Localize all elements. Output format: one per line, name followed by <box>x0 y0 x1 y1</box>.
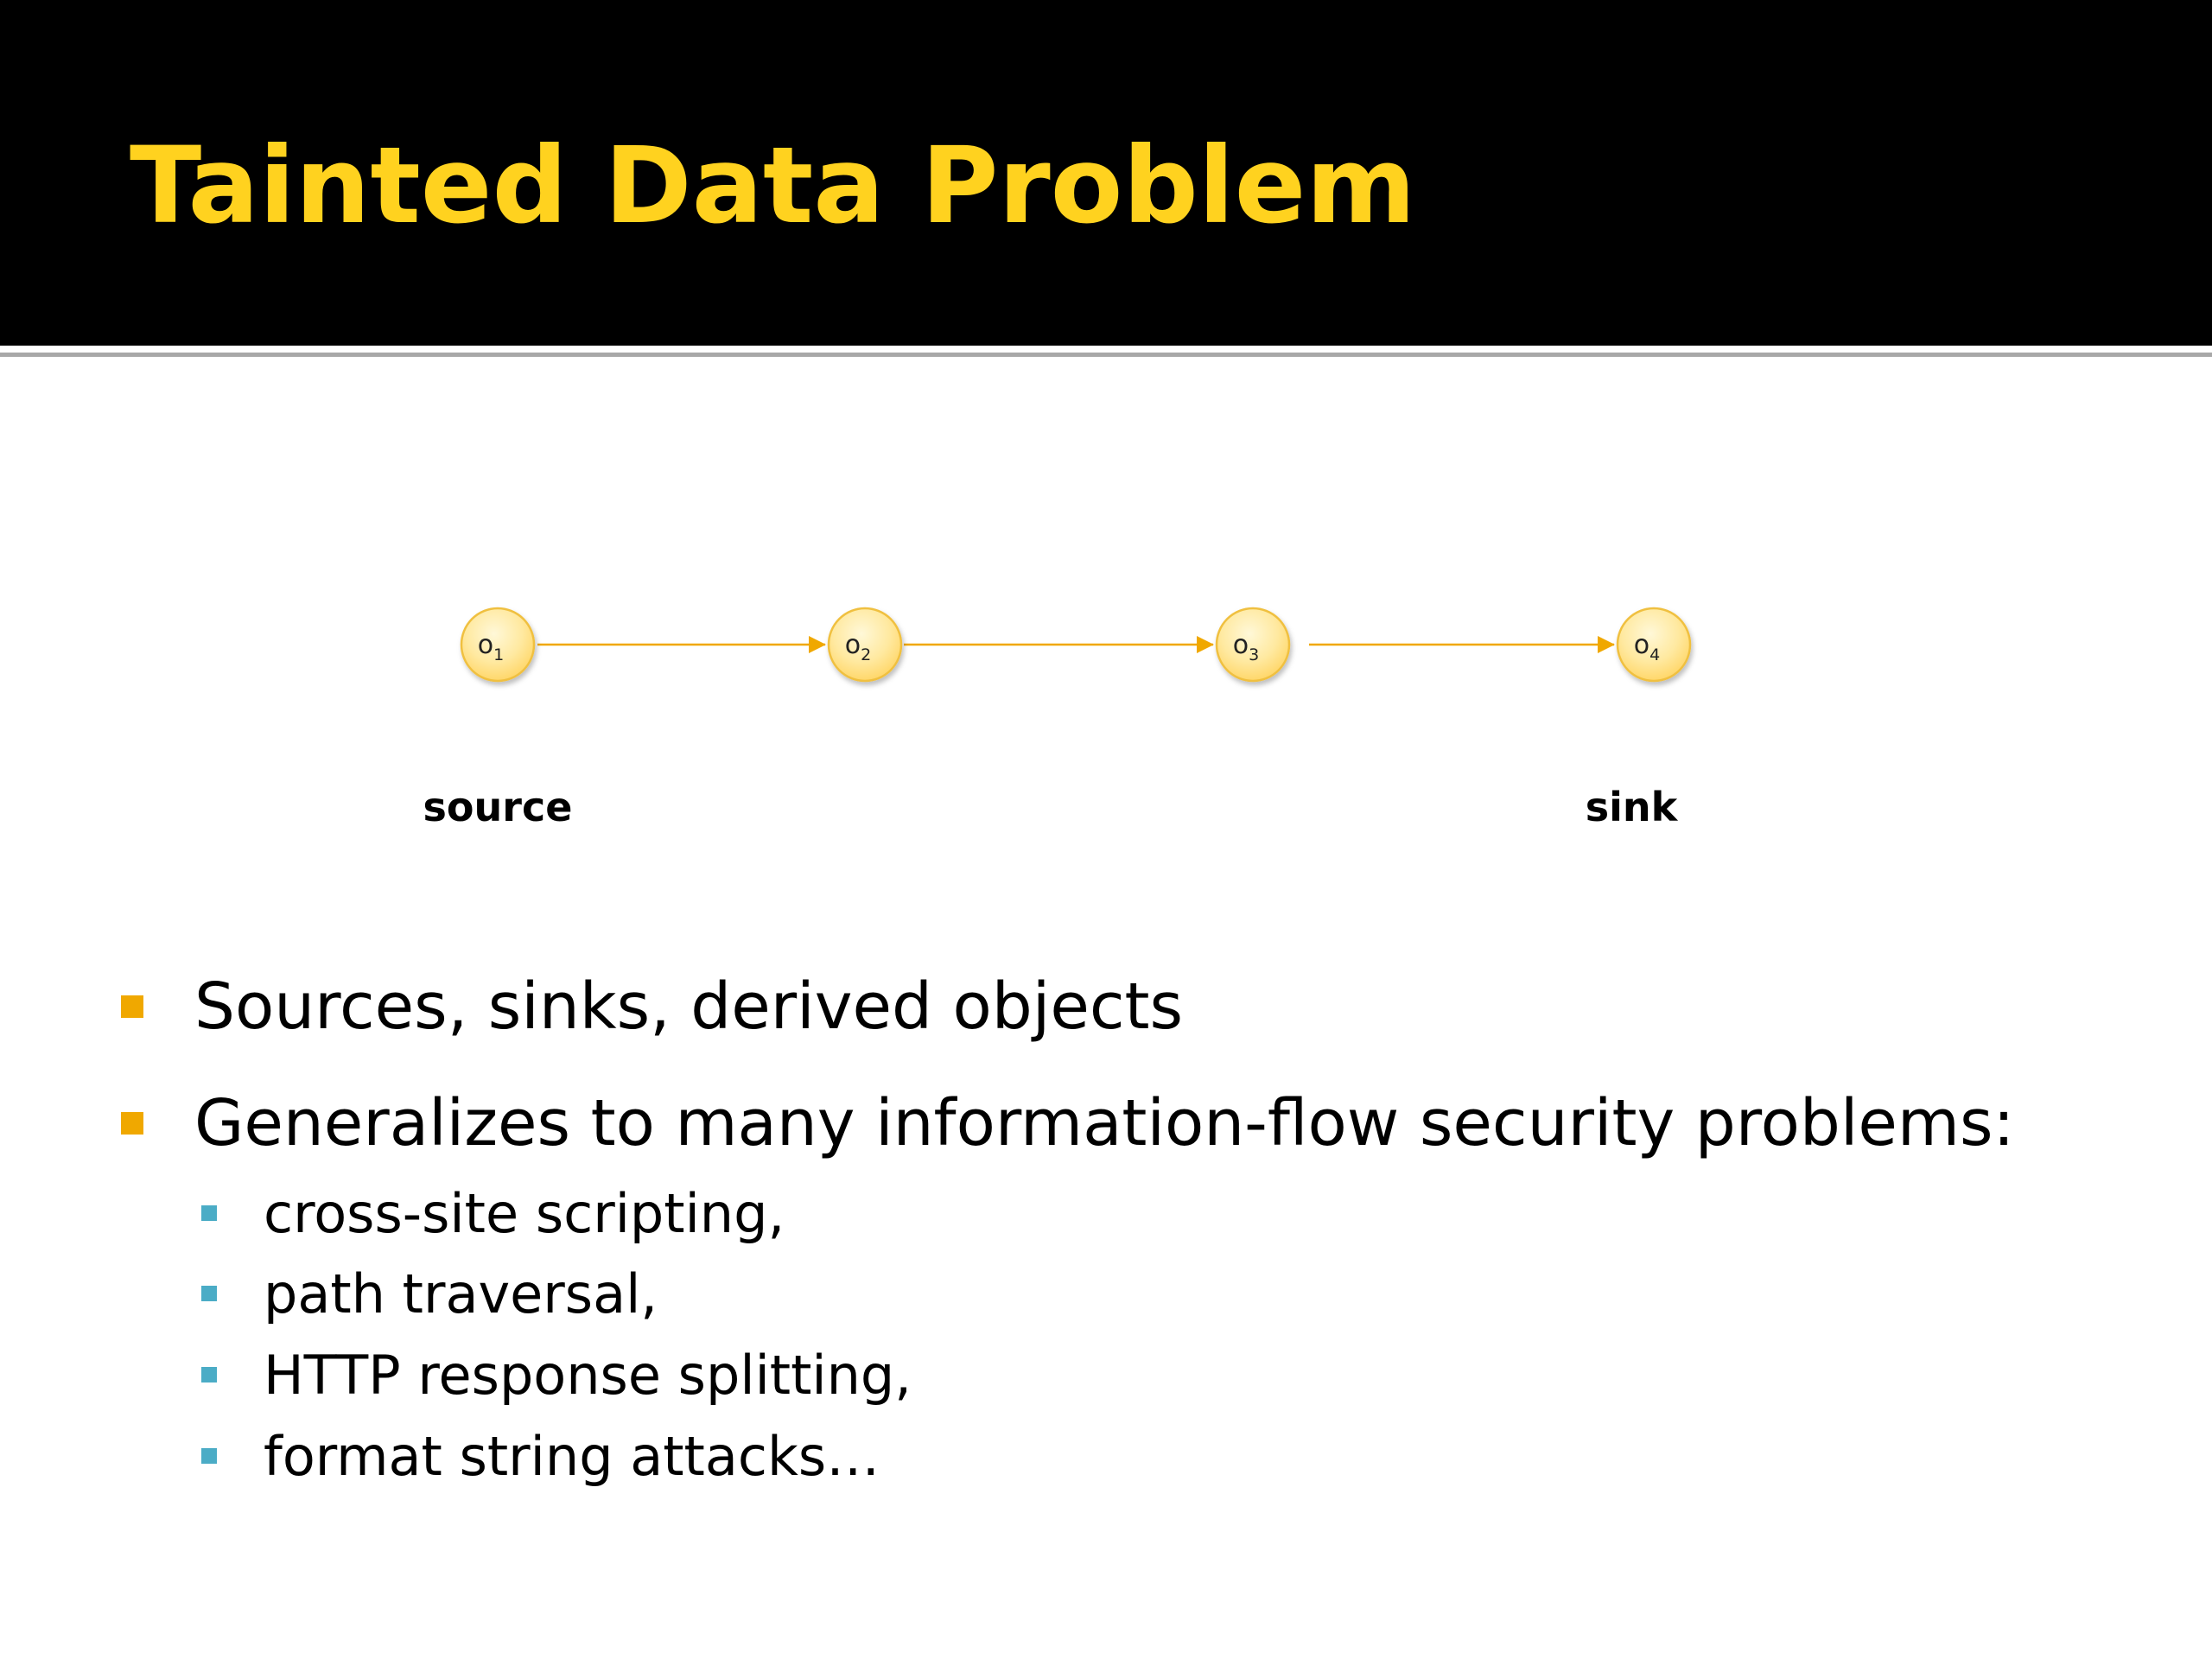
node-o3-letter: o <box>1233 630 1249 660</box>
node-o4-subscript: 4 <box>1649 645 1660 664</box>
title-bar <box>0 0 2212 346</box>
sub-bullet-square-icon <box>201 1448 217 1464</box>
bullet-square-icon <box>121 1112 143 1135</box>
node-o1-letter: o <box>478 630 493 660</box>
svg-text:o1: o1 <box>478 630 504 664</box>
svg-text:o3: o3 <box>1233 630 1259 664</box>
source-label: source <box>423 784 573 830</box>
slide-title: Tainted Data Problem <box>130 124 1416 247</box>
sub-bullet-text: format string attacks… <box>264 1425 880 1488</box>
sub-bullet-square-icon <box>201 1367 217 1382</box>
arrowhead-2-3 <box>1197 636 1214 653</box>
arrowhead-1-2 <box>809 636 826 653</box>
bullet-square-icon <box>121 995 143 1018</box>
sub-bullet-text: cross-site scripting, <box>264 1182 785 1245</box>
node-o4: o4 <box>1616 607 1692 683</box>
flow-edges <box>537 636 1615 653</box>
node-o3-subscript: 3 <box>1249 645 1259 664</box>
node-o1-subscript: 1 <box>493 645 504 664</box>
svg-text:o2: o2 <box>845 630 871 664</box>
sub-bullet-text: path traversal, <box>264 1262 658 1325</box>
node-o1: o1 <box>460 607 536 683</box>
sink-label: sink <box>1586 784 1679 830</box>
node-o2: o2 <box>827 607 903 683</box>
svg-text:o4: o4 <box>1634 630 1660 664</box>
node-o3: o3 <box>1215 607 1291 683</box>
sub-bullet-square-icon <box>201 1286 217 1301</box>
node-o2-circle <box>827 607 903 683</box>
arrowhead-3-4 <box>1598 636 1615 653</box>
node-o2-letter: o <box>845 630 861 660</box>
node-o1-circle <box>460 607 536 683</box>
node-o4-circle <box>1616 607 1692 683</box>
sub-bullet-text: HTTP response splitting, <box>264 1344 912 1407</box>
sub-bullet-square-icon <box>201 1205 217 1221</box>
node-o3-circle <box>1215 607 1291 683</box>
title-divider <box>0 353 2212 357</box>
bullet-text: Sources, sinks, derived objects <box>194 969 1184 1044</box>
node-o4-letter: o <box>1634 630 1649 660</box>
bullet-text: Generalizes to many information-flow sec… <box>194 1086 2015 1160</box>
node-o2-subscript: 2 <box>861 645 871 664</box>
